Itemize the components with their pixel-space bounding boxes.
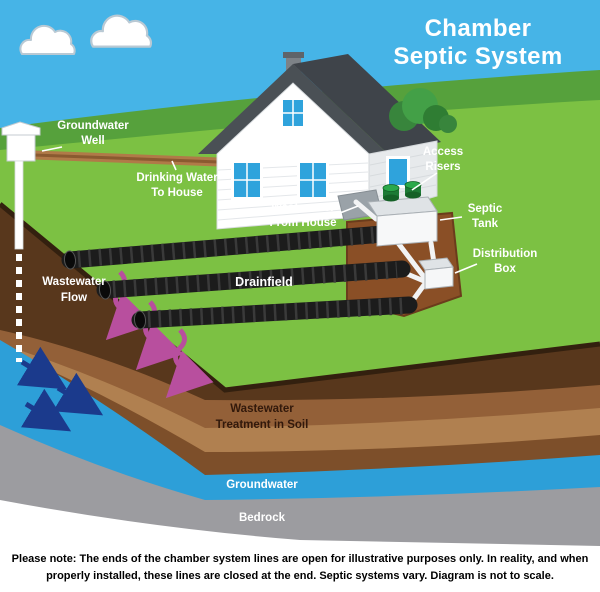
front-window — [297, 160, 329, 200]
distribution-box — [418, 257, 454, 290]
footnote: Please note: The ends of the chamber sys… — [0, 551, 600, 585]
house-chimney-cap — [283, 52, 304, 58]
label-groundwater-well-line2: Well — [81, 135, 104, 147]
bedrock-layer — [0, 425, 600, 548]
groundwater-flow-arrow-icon — [16, 346, 68, 390]
leader-wastewater-from-house — [339, 205, 359, 214]
label-wastewater-flow-line2: Flow — [61, 292, 87, 304]
wastewater-flow-arrow-icon — [165, 328, 214, 399]
leader-groundwater-well — [41, 146, 63, 152]
water-supply-line — [33, 150, 220, 167]
groundwater-flow-arrows — [16, 346, 104, 432]
attic-window — [280, 97, 306, 129]
cloud-icon — [90, 14, 153, 48]
diagram-title-line2: Septic System — [393, 43, 562, 70]
groundwater-flow-arrow-icon — [20, 388, 72, 432]
cloud-icon — [19, 24, 76, 55]
label-wastewater-treatment-line1: Wastewater — [230, 403, 294, 415]
drainfield-chamber — [131, 296, 418, 330]
label-bedrock-layer: Bedrock — [239, 512, 286, 524]
drainfield-chamber — [96, 260, 411, 300]
well-head — [6, 134, 36, 162]
leader-drinking-water — [171, 160, 177, 171]
label-access-risers-line1: Access — [423, 146, 463, 158]
bushes — [389, 88, 457, 133]
footnote-text: Please note: The ends of the chamber sys… — [11, 553, 589, 583]
label-access-risers-line2: Risers — [425, 161, 460, 173]
label-wastewater-flow-line1: Wastewater — [42, 276, 106, 288]
label-drinking-water-line2: To House — [151, 187, 203, 199]
label-distribution-box-line2: Box — [494, 263, 516, 275]
label-septic-tank-line1: Septic — [468, 203, 503, 215]
house-roof-front — [198, 64, 388, 154]
label-septic-tank-line2: Tank — [472, 218, 499, 230]
drainfield-chambers — [61, 224, 418, 330]
label-wastewater-from-house-line1: Wastewater — [271, 202, 335, 214]
diagram-canvas: Chamber Septic System — [0, 0, 600, 548]
ground-base-edge — [0, 500, 600, 548]
diagram-title-line1: Chamber — [425, 15, 532, 42]
wastewater-pipe — [353, 199, 379, 222]
well-pipe — [14, 160, 24, 250]
label-drinking-water-line1: Drinking Water — [136, 172, 218, 184]
label-drainfield: Drainfield — [235, 275, 293, 289]
septic-tank — [367, 181, 438, 247]
chamber-open-end — [98, 280, 112, 300]
groundwater-well — [1, 121, 41, 362]
front-window — [231, 160, 263, 200]
well-cap — [1, 121, 41, 136]
side-window — [386, 156, 410, 188]
leader-access-risers — [411, 172, 438, 191]
drainfield-chamber — [61, 224, 404, 270]
leader-distribution-box — [454, 263, 478, 274]
leader-septic-tank — [439, 216, 463, 221]
label-wastewater-treatment-line2: Treatment in Soil — [216, 419, 309, 431]
label-groundwater-well-line1: Groundwater — [57, 120, 129, 132]
chamber-open-end — [63, 250, 77, 270]
label-groundwater-layer: Groundwater — [226, 479, 298, 491]
house — [198, 52, 441, 230]
label-distribution-box-line1: Distribution — [473, 248, 538, 260]
label-wastewater-from-house-line2: From House — [269, 217, 336, 229]
access-riser — [382, 184, 400, 202]
chamber-open-end — [133, 310, 147, 330]
bush-icon — [439, 115, 457, 133]
